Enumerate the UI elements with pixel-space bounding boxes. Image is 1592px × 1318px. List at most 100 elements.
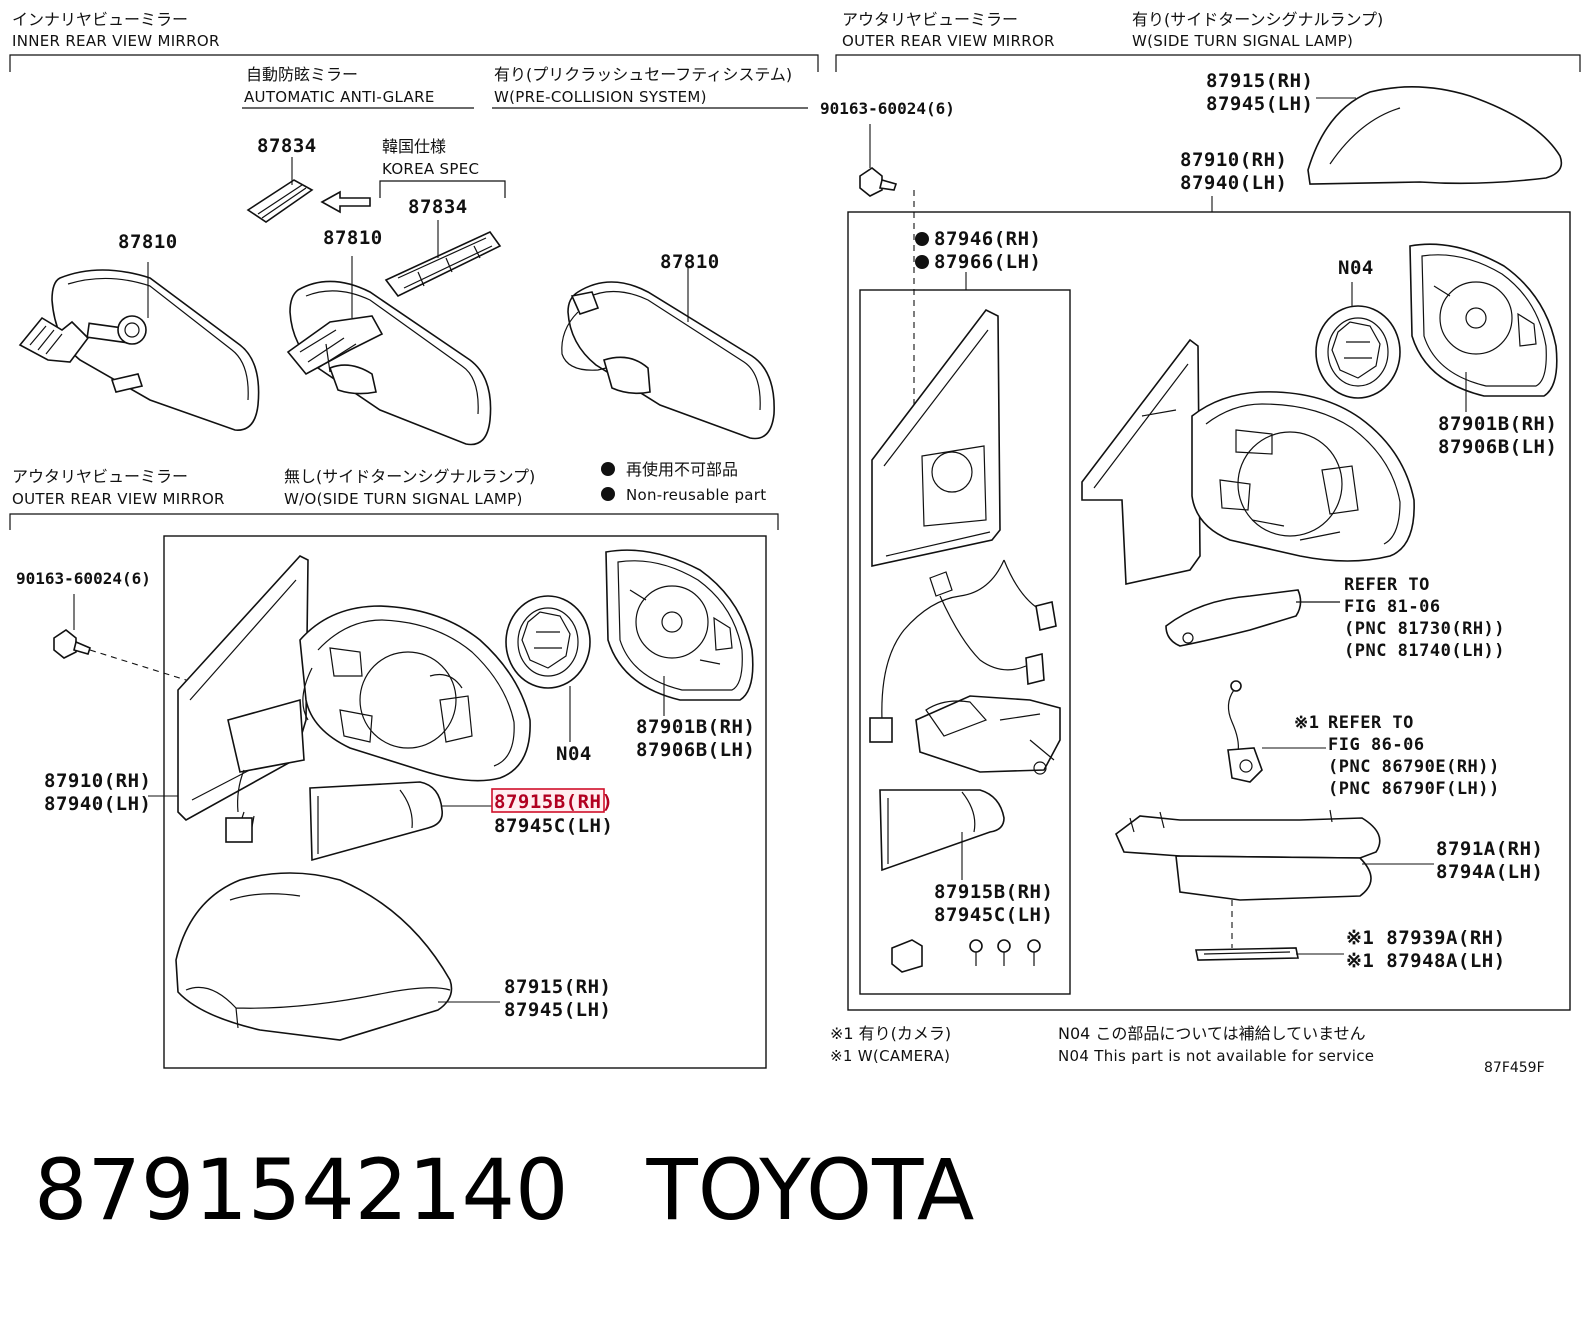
part-87945-lh: 87945(LH)	[504, 999, 611, 1021]
refer2-c: (PNC 86790E(RH))	[1328, 757, 1500, 777]
bolt-dash-line	[89, 649, 251, 701]
korea-jp: 韓国仕様	[382, 137, 446, 156]
part-87910-rh: 87910(RH)	[44, 770, 151, 792]
part-87940-lh-right: 87940(LH)	[1180, 172, 1287, 194]
outer-w-box	[847, 211, 1571, 1011]
lower-cover-8791a	[1115, 809, 1434, 901]
footnote-n04-jp: N04 この部品については補給していません	[1058, 1024, 1366, 1043]
part-87940-lh: 87940(LH)	[44, 793, 151, 815]
refer1-c: (PNC 81730(RH))	[1344, 619, 1505, 639]
outer-w-bracket	[835, 54, 1581, 72]
anti-glare-en: AUTOMATIC ANTI-GLARE	[244, 88, 435, 106]
refer1-d: (PNC 81740(LH))	[1344, 641, 1505, 661]
outer-cover-87915	[175, 872, 500, 1041]
footnote-camera-en: ※1 W(CAMERA)	[830, 1047, 950, 1065]
part-87946-rh: 87946(RH)	[934, 228, 1041, 250]
footnote-n04-en: N04 This part is not available for servi…	[1058, 1047, 1374, 1065]
part-8794a-lh: 8794A(LH)	[1436, 861, 1543, 883]
wire-harness	[869, 559, 1057, 743]
camera-unit	[1227, 680, 1326, 783]
outer-wo-cond-en: W/O(SIDE TURN SIGNAL LAMP)	[284, 490, 523, 508]
outer-cover-87915-right	[1307, 86, 1563, 185]
part-87810-b: 87810	[323, 227, 383, 249]
part-87915b-rh-highlight: 87915B(RH)	[494, 791, 613, 813]
turn-signal-lamp	[1165, 589, 1340, 647]
inner-mirror-2	[286, 256, 492, 446]
outer-wo-box	[163, 535, 767, 1069]
refer2-mark: ※1	[1294, 713, 1319, 733]
actuator-n04-right	[1315, 282, 1401, 399]
footnotes: ※1 有り(カメラ) ※1 W(CAMERA) N04 この部品については補給し…	[830, 1024, 1545, 1076]
inner-mirror-1	[18, 262, 260, 431]
screw-icon	[969, 939, 1041, 966]
cover-87915b	[309, 781, 494, 862]
mirror-plate-87901b-right	[1409, 243, 1558, 412]
bolt-icon	[859, 124, 898, 197]
non-reusable-dot-icon	[601, 462, 615, 476]
refer1-a: REFER TO	[1344, 575, 1430, 595]
inner-mirror-title-jp: インナリヤビューミラー	[12, 10, 188, 29]
part-87834-b: 87834	[408, 196, 468, 218]
part-87948a-lh: ※1 87948A(LH)	[1346, 950, 1506, 972]
part-87901b-rh: 87901B(RH)	[636, 716, 755, 738]
outer-w-title-en: OUTER REAR VIEW MIRROR	[842, 32, 1055, 50]
anti-glare-jp: 自動防眩ミラー	[246, 65, 358, 84]
mirror-housing	[299, 605, 531, 782]
pcs-en: W(PRE-COLLISION SYSTEM)	[494, 88, 707, 106]
part-87915b-rh-right: 87915B(RH)	[934, 881, 1053, 903]
brand-name: TOYOTA	[646, 1141, 975, 1239]
inner-mirror-title-en: INNER REAR VIEW MIRROR	[12, 32, 220, 50]
part-n04-left: N04	[556, 743, 592, 765]
mirror-bracket-assembly	[915, 695, 1061, 775]
part-87810-c: 87810	[660, 251, 720, 273]
refer2-b: FIG 86-06	[1328, 735, 1425, 755]
highlight-box	[491, 788, 605, 813]
mirror-base-87910	[177, 555, 309, 843]
non-reusable-dot-icon	[601, 487, 615, 501]
outer-w-title-jp: アウタリヤビューミラー	[842, 10, 1018, 29]
outer-w-cond-en: W(SIDE TURN SIGNAL LAMP)	[1132, 32, 1353, 50]
korea-en: KOREA SPEC	[382, 160, 479, 178]
outer-w-section: アウタリヤビューミラー OUTER REAR VIEW MIRROR 有り(サイ…	[820, 10, 1581, 1011]
refer1-b: FIG 81-06	[1344, 597, 1441, 617]
part-87915-rh-right: 87915(RH)	[1206, 70, 1313, 92]
mirror-base-right	[871, 308, 1001, 567]
footnote-camera-jp: ※1 有り(カメラ)	[830, 1024, 951, 1043]
mirror-base-87910-right	[1081, 338, 1201, 585]
inner-harness-box	[859, 289, 1071, 995]
film-87939a	[1195, 900, 1344, 961]
clip-small	[891, 939, 923, 973]
refer2-d: (PNC 86790F(LH))	[1328, 779, 1500, 799]
bolt-icon	[53, 594, 91, 659]
part-87901b-rh-right: 87901B(RH)	[1438, 413, 1557, 435]
outer-wo-bracket	[9, 513, 779, 530]
clip-87834-korea	[384, 220, 502, 298]
arrow-icon	[320, 190, 371, 214]
pcs-jp: 有り(プリクラッシュセーフティシステム)	[494, 65, 792, 84]
part-87966-lh: 87966(LH)	[934, 251, 1041, 273]
part-87945-lh-right: 87945(LH)	[1206, 93, 1313, 115]
bolt-90163-left: 90163-60024(6)	[16, 569, 151, 588]
cover-87915b-right	[879, 789, 1005, 880]
figure-code: 87F459F	[1484, 1060, 1545, 1076]
part-87939a-rh: ※1 87939A(RH)	[1346, 927, 1506, 949]
part-87834-a: 87834	[257, 135, 317, 157]
inner-mirror-section: インナリヤビューミラー INNER REAR VIEW MIRROR 自動防眩ミ…	[9, 10, 819, 446]
legend-non-reusable-en: Non-reusable part	[626, 486, 766, 504]
part-87945c-lh: 87945C(LH)	[494, 815, 613, 837]
inner-mirror-3	[561, 268, 775, 440]
part-87910-rh-right: 87910(RH)	[1180, 149, 1287, 171]
part-87915-rh: 87915(RH)	[504, 976, 611, 998]
legend-non-reusable-jp: 再使用不可部品	[626, 460, 738, 479]
part-87906b-lh: 87906B(LH)	[636, 739, 755, 761]
mirror-plate-87901b	[605, 549, 754, 716]
korea-bracket	[379, 180, 506, 198]
refer2-a: REFER TO	[1328, 713, 1414, 733]
mirror-housing-right	[1191, 391, 1415, 562]
outer-wo-title-en: OUTER REAR VIEW MIRROR	[12, 490, 225, 508]
part-87810-a: 87810	[118, 231, 178, 253]
outer-wo-cond-jp: 無し(サイドターンシグナルランプ)	[284, 467, 535, 486]
outer-w-cond-jp: 有り(サイドターンシグナルランプ)	[1132, 10, 1383, 29]
